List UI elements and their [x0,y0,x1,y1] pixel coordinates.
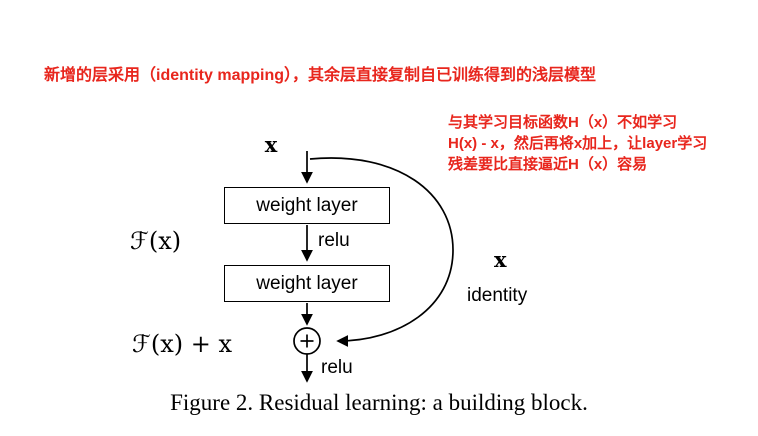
weight-layer-2-box: weight layer [224,265,390,302]
residual-function-label: ℱ(x) [130,227,182,255]
sum-output-label: ℱ(x) + x [132,330,233,358]
annotation-right-line-1: 与其学习目标函数H（x）不如学习 [448,114,678,131]
identity-shortcut-curve [309,157,454,347]
annotation-right-line-3: 残差要比直接逼近H（x）容易 [448,156,648,173]
weight-layer-1-box: weight layer [224,187,390,224]
relu-label-1: relu [318,230,350,251]
identity-label: identity [467,285,528,306]
figure-caption: Figure 2. Residual learning: a building … [170,390,588,415]
annotation-right-line-2: H(x) - x，然后再将x加上，让layer学习 [448,135,708,152]
annotation-right: 与其学习目标函数H（x）不如学习 H(x) - x，然后再将x加上，让layer… [448,112,707,175]
shortcut-x-label: x [494,247,507,272]
input-x-label: x [264,132,278,157]
relu-label-2: relu [321,357,353,378]
annotation-top: 新增的层采用（identity mapping），其余层直接复制自已训练得到的浅… [44,67,597,84]
